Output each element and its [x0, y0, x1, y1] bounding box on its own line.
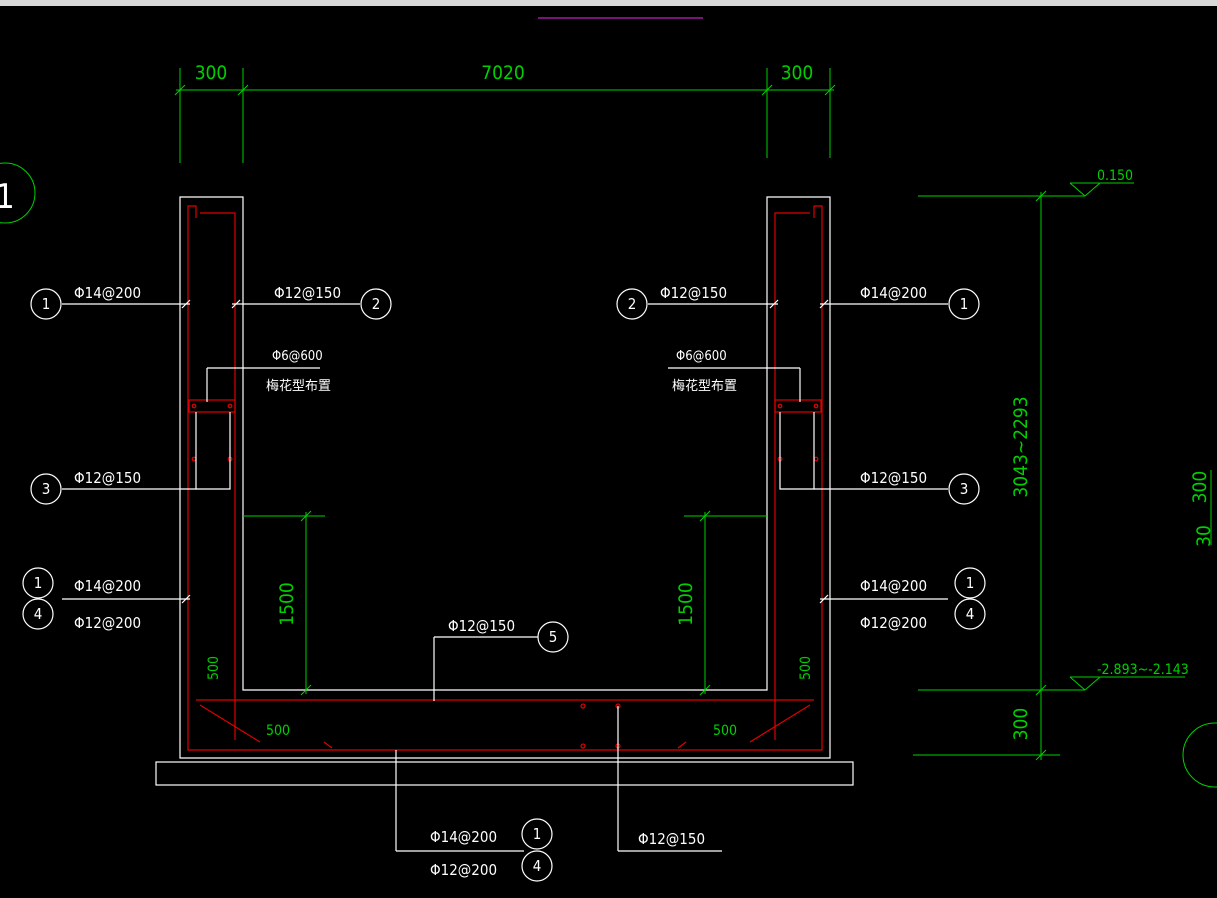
marker-1-right-top: 1: [960, 295, 969, 313]
marker-4-right: 4: [966, 605, 975, 623]
label-left-outer-bottom-a: Φ14@200: [74, 577, 141, 595]
marker-1-bottom: 1: [533, 825, 542, 843]
label-right-outer-top: Φ14@200: [860, 284, 927, 302]
dim-left-wall: 300: [195, 62, 228, 84]
marker-1-left-top: 1: [42, 295, 51, 313]
marker-3-right: 3: [960, 480, 969, 498]
marker-2-left: 2: [372, 295, 381, 313]
dim-far-right-2: 30: [1193, 525, 1215, 547]
label-slab-bottom-b: Φ12@200: [430, 861, 497, 879]
label-left-inner-top: Φ12@150: [274, 284, 341, 302]
left-tie-box: [195, 412, 231, 490]
dim-inner-left: 1500: [276, 582, 298, 626]
channel-outline: [179, 196, 831, 759]
label-slab-top: Φ12@150: [448, 617, 515, 635]
label-left-stirrup: Φ12@150: [74, 469, 141, 487]
base-cushion: [155, 761, 854, 786]
dim-clear-span: 7020: [481, 62, 525, 84]
elevation-top: 0.150: [1097, 168, 1133, 184]
marker-4-bottom: 4: [533, 857, 542, 875]
dim-wall-height: 3043~2293: [1010, 396, 1032, 497]
rebar-group: [187, 205, 823, 751]
label-slab-dist: Φ12@150: [638, 830, 705, 848]
marker-3-left: 3: [42, 480, 51, 498]
viewport-top-bar: [0, 0, 1217, 6]
label-slab-bottom-a: Φ14@200: [430, 828, 497, 846]
dim-inner-right: 1500: [675, 582, 697, 626]
label-right-outer-bottom-b: Φ12@200: [860, 614, 927, 632]
label-right-inner-top: Φ12@150: [660, 284, 727, 302]
right-tie-box: [779, 412, 815, 490]
marker-5-slab: 5: [549, 628, 558, 646]
section-mark-circle-right: [1182, 722, 1217, 788]
leader-lines: [62, 299, 948, 852]
label-right-stirrup: Φ12@150: [860, 469, 927, 487]
marker-2-right: 2: [628, 295, 637, 313]
label-left-outer-bottom-b: Φ12@200: [74, 614, 141, 632]
dim-haunch-right-h: 500: [713, 723, 737, 739]
label-right-tie-note: 梅花型布置: [672, 378, 737, 394]
label-right-outer-bottom-a: Φ14@200: [860, 577, 927, 595]
dim-haunch-right-v: 500: [798, 656, 814, 680]
marker-4-left: 4: [34, 605, 43, 623]
dim-far-right-1: 300: [1189, 471, 1211, 504]
elevation-bottom: -2.893~-2.143: [1097, 662, 1189, 678]
dim-haunch-left-v: 500: [206, 656, 222, 680]
marker-circles: [22, 288, 986, 882]
dim-haunch-left-h: 500: [266, 723, 290, 739]
section-mark-number: 1: [0, 177, 15, 217]
label-left-tie: Φ6@600: [272, 349, 323, 364]
marker-1-right-bottom: 1: [966, 574, 975, 592]
label-left-outer-top: Φ14@200: [74, 284, 141, 302]
dim-right-wall: 300: [781, 62, 814, 84]
section-mark-circle: [0, 162, 36, 224]
dim-slab-thickness: 300: [1010, 708, 1032, 741]
label-right-tie: Φ6@600: [676, 349, 727, 364]
marker-1-left-bottom: 1: [34, 574, 43, 592]
label-left-tie-note: 梅花型布置: [266, 378, 331, 394]
dimension-lines: [174, 68, 1212, 761]
